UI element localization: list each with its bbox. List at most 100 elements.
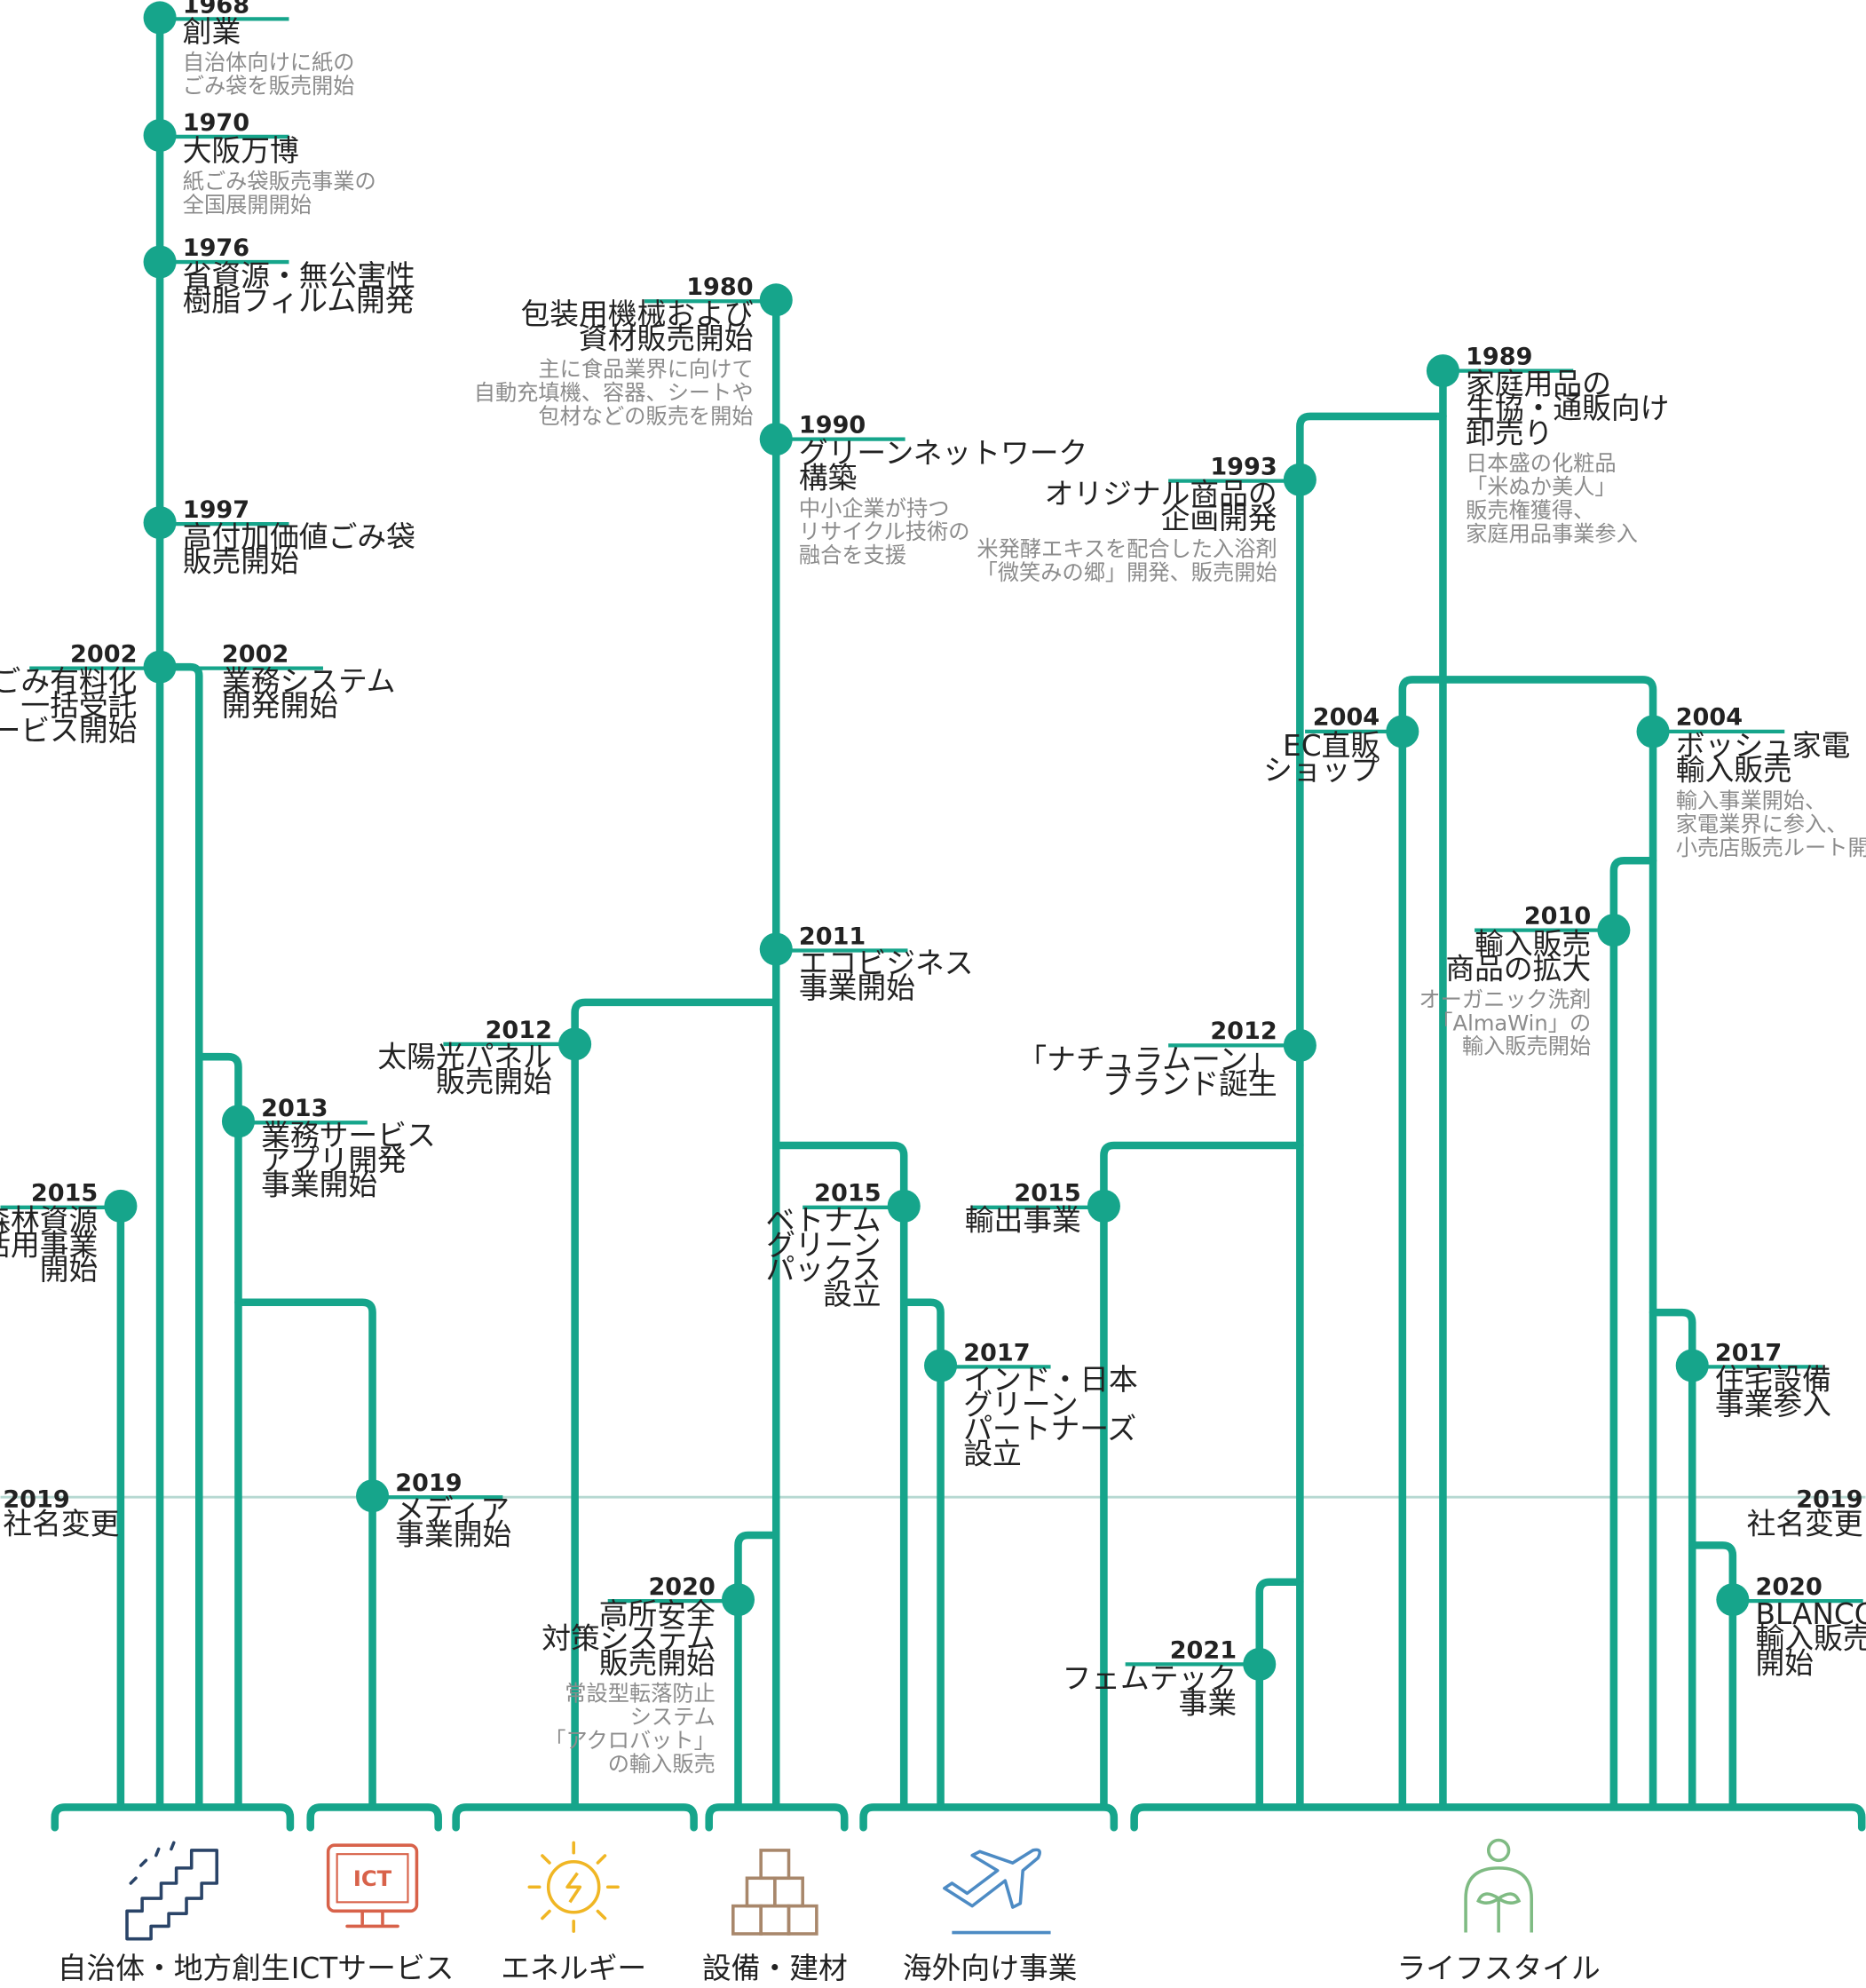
event-desc-line: 小売店販売ルート開拓 [1676, 836, 1866, 860]
event-title-line: 資材販売開始 [579, 322, 754, 356]
event-year: 2019 [395, 1469, 462, 1497]
bracket-energy [452, 1803, 698, 1832]
bracket-overseas [859, 1803, 1119, 1832]
event-e1989: 1989家庭用品の生協・通販向け卸売り日本盛の化粧品「米ぬか美人」販売権獲得、家… [1426, 344, 1669, 546]
monitor-frame [326, 1843, 419, 1913]
event-year: 1990 [799, 411, 866, 439]
bolt [565, 1872, 582, 1904]
event-desc-line: 自治体向けに紙の [183, 50, 355, 75]
branch-line-6 [571, 998, 780, 1810]
event-desc-line: ごみ袋を販売開始 [183, 74, 355, 99]
event-year: 2004 [1676, 704, 1743, 732]
event-dot [143, 1, 177, 35]
event-year: 1989 [1466, 344, 1532, 371]
sun-circle [546, 1859, 601, 1914]
event-e1980: 1980包装用機械および資材販売開始主に食品業界に向けて自動充填機、容器、シート… [474, 273, 793, 429]
event-dot [1675, 1349, 1709, 1382]
event-title-line: 販売開始 [183, 545, 299, 579]
sun-ray [596, 1854, 607, 1865]
event-title-line: 事業開始 [799, 971, 915, 1005]
category-label-overseas: 海外向け事業 [903, 1952, 1078, 1984]
event-title-line: 創業 [183, 15, 241, 49]
event-title-line: 設立 [963, 1437, 1022, 1470]
event-year: 2017 [963, 1339, 1030, 1366]
event-dot [1716, 1583, 1750, 1617]
event-title-line: ショップ [1263, 754, 1380, 788]
event-title-line: 輸入販売 [1676, 754, 1792, 788]
event-desc-line: 販売権獲得、 [1466, 498, 1594, 523]
branch-line-8 [899, 1298, 945, 1810]
event-title-line: EC直販 [1283, 729, 1380, 763]
event-year: 2011 [799, 923, 866, 950]
event-desc-line: 日本盛の化粧品 [1466, 451, 1617, 476]
event-title-line: グリーン [766, 1228, 881, 1262]
map-outline [125, 1849, 219, 1941]
monitor-screen [336, 1853, 409, 1904]
event-title-line: フェムテック [1062, 1661, 1237, 1695]
event-e2020a: 2020高所安全対策システム販売開始常設型転落防止システム「アクロバット」の輸入… [542, 1573, 755, 1777]
event-title-line: 事業開始 [261, 1168, 377, 1202]
island-dash [138, 1858, 148, 1867]
event-dot [356, 1479, 390, 1513]
event-dot [1636, 715, 1670, 748]
branch-lines [116, 13, 1737, 1810]
branch-line-11 [1296, 412, 1447, 1810]
event-dot [143, 650, 177, 684]
branch-line-2 [195, 1052, 242, 1810]
event-title-line: 企画開発 [1161, 502, 1277, 535]
block [787, 1904, 818, 1936]
sun-ray [541, 1909, 551, 1921]
event-title-line: ブランド誕生 [1103, 1067, 1277, 1101]
event-title-line: エコビジネス [799, 946, 974, 980]
event-title-line: 省資源・無公害性 [183, 259, 415, 293]
event-year: 1976 [183, 234, 249, 262]
event-desc-line: 主に食品業界に向けて [538, 357, 753, 382]
event-title-line: 輸出事業 [965, 1203, 1081, 1237]
event-dot [221, 1105, 255, 1138]
event-dot [1087, 1189, 1120, 1223]
event-desc-line: 「微笑みの郷」開発、販売開始 [976, 560, 1277, 585]
category-label-municipal: 自治体・地方創生 [58, 1952, 290, 1984]
rename-right-text: 社名変更 [1747, 1508, 1863, 1541]
category-label-energy: エネルギー [501, 1952, 646, 1984]
event-desc-line: 家電業界に参入、 [1676, 812, 1848, 836]
block [731, 1904, 763, 1936]
rename-right-year: 2019 [1796, 1486, 1862, 1514]
event-title-line: 輸入販売 [1475, 928, 1591, 962]
category-label-lifestyle: ライフスタイル [1396, 1952, 1600, 1984]
island-dash [170, 1841, 176, 1851]
event-desc-line: 自動充填機、容器、シートや [474, 380, 754, 405]
event-title-line: パックス [765, 1253, 881, 1287]
event-title-line: 森林資源 [0, 1203, 98, 1237]
event-desc-line: 「AlmaWin」の [1431, 1010, 1591, 1035]
event-dot [759, 932, 793, 966]
event-dot [924, 1349, 958, 1382]
event-dot [1243, 1647, 1277, 1681]
event-year: 2015 [814, 1180, 881, 1208]
block [745, 1876, 777, 1908]
block [759, 1904, 791, 1936]
event-year: 2012 [486, 1017, 552, 1044]
event-title-line: 商品の拡大 [1445, 953, 1591, 986]
event-year: 1968 [183, 0, 249, 19]
branch-line-15 [1439, 676, 1657, 1810]
event-title-line: 事業 [1179, 1686, 1237, 1720]
event-e1993: 1993オリジナル商品の企画開発米発酵エキスを配合した入浴剤「微笑みの郷」開発、… [976, 454, 1316, 585]
event-title-line: 生協・通販向け [1466, 392, 1669, 425]
event-year: 2002 [222, 640, 289, 668]
island-dash [154, 1847, 161, 1857]
event-dot [1426, 354, 1459, 388]
event-title-line: 高付加価値ごみ袋 [183, 520, 415, 554]
event-title-line: 家庭用品の [1466, 367, 1611, 400]
person-body [1464, 1866, 1533, 1933]
stacked-blocks-icon [731, 1849, 818, 1936]
event-year: 2020 [648, 1573, 715, 1601]
sun-ray [596, 1909, 607, 1921]
